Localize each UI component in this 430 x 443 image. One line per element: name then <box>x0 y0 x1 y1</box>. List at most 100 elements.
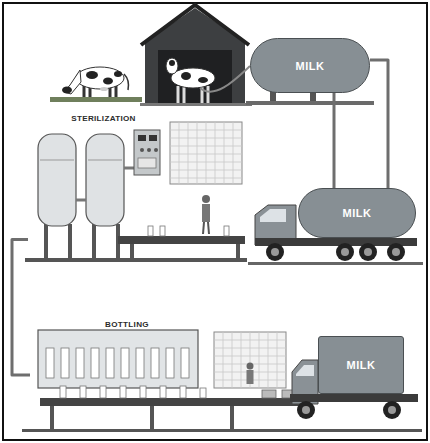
test-station <box>236 244 240 258</box>
tanker-truck <box>248 262 423 265</box>
bottling-machine <box>91 348 99 378</box>
sterilization-machines <box>134 130 160 175</box>
tanker-tank: MILK <box>298 188 416 238</box>
storage-tank-stand <box>246 91 374 105</box>
bottling-machine <box>180 386 186 398</box>
bottling-machine <box>46 348 54 378</box>
packing-station <box>262 390 276 398</box>
tanker-truck <box>341 248 349 256</box>
bottling-machine <box>230 406 234 429</box>
sterilization-machines <box>68 224 72 258</box>
test-station <box>118 122 245 258</box>
node-label: MILK <box>347 359 376 371</box>
bottling-machine <box>80 386 86 398</box>
barn <box>145 8 245 104</box>
bottling-machine <box>136 348 144 378</box>
bottling-machine <box>140 386 146 398</box>
packing-station <box>247 363 254 370</box>
packing-station <box>214 332 286 388</box>
test-station <box>202 195 210 203</box>
packing-station <box>214 332 286 388</box>
tanker-truck <box>260 209 286 222</box>
pipe <box>333 93 336 188</box>
tanker-truck <box>359 243 377 261</box>
bottling-machine <box>151 348 159 378</box>
grazing-cow <box>114 71 122 77</box>
bottling-machine <box>61 348 69 378</box>
test-station <box>160 226 165 236</box>
test-station <box>202 204 210 222</box>
bottling-machine <box>150 406 154 429</box>
grazing-cow <box>50 67 142 102</box>
delivery-truck <box>383 401 401 419</box>
grazing-cow <box>76 67 124 89</box>
sterilization-machines <box>147 148 151 152</box>
test-station <box>130 244 134 258</box>
barn <box>141 5 249 45</box>
bottling-machine <box>50 406 54 429</box>
bottling-machine <box>22 330 422 432</box>
packing-station <box>214 332 294 398</box>
barn <box>158 50 232 104</box>
barn <box>181 72 191 80</box>
sterilization-machines <box>138 158 156 168</box>
grazing-cow <box>100 87 108 91</box>
process-panel: STERILIZATION <box>28 112 179 262</box>
frame <box>3 3 427 440</box>
bottling-machine <box>200 388 206 398</box>
node-label: BOTTLING <box>30 320 224 329</box>
bottling-machine <box>40 398 300 406</box>
sterilization-machines <box>76 199 86 202</box>
bottling-machine <box>120 386 126 398</box>
bottling-machine <box>181 348 189 378</box>
barn <box>171 68 215 88</box>
test-station <box>118 236 245 244</box>
node-label: MILK <box>296 60 325 72</box>
grazing-cow <box>115 86 118 97</box>
bottling-machine <box>38 330 198 388</box>
bottling-machine <box>60 386 66 398</box>
sterilization-machines <box>88 160 122 161</box>
delivery-truck <box>297 401 315 419</box>
grazing-cow <box>50 97 142 102</box>
test-station <box>208 222 209 234</box>
tanker-truck <box>392 248 400 256</box>
tanker-truck <box>387 243 405 261</box>
packing-station <box>247 370 254 384</box>
bottling-machine <box>121 348 129 378</box>
delivery-truck <box>302 406 310 414</box>
grazing-cow <box>124 74 129 90</box>
pipe <box>370 60 388 188</box>
tanker-truck <box>364 248 372 256</box>
delivery-truck <box>290 394 418 402</box>
barn <box>183 86 186 103</box>
test-station <box>224 226 229 236</box>
sterilization-machines <box>138 135 146 141</box>
sterilization-machines <box>92 224 96 258</box>
bottling-machine <box>22 429 422 432</box>
process-panel: BOTTLING <box>30 318 224 432</box>
test-station <box>170 122 242 184</box>
sterilization-machines <box>25 258 247 262</box>
sterilization-machines <box>124 167 134 170</box>
bottling-machine <box>160 386 166 398</box>
barn <box>200 66 250 92</box>
barn <box>140 103 252 106</box>
test-station <box>203 222 204 234</box>
sterilization-machines <box>40 160 74 161</box>
sterilization-machines <box>140 148 144 152</box>
sterilization-machines <box>154 148 158 152</box>
grazing-cow <box>103 78 113 85</box>
tanker-truck <box>266 243 284 261</box>
grazing-cow <box>86 71 98 79</box>
bottling-machine <box>166 348 174 378</box>
storage-tank-stand <box>246 101 374 105</box>
node-label: STERILIZATION <box>28 114 179 123</box>
barn <box>169 60 175 66</box>
barn <box>166 58 178 74</box>
barn <box>207 86 210 103</box>
delivery-truck <box>388 406 396 414</box>
test-station <box>148 226 153 236</box>
